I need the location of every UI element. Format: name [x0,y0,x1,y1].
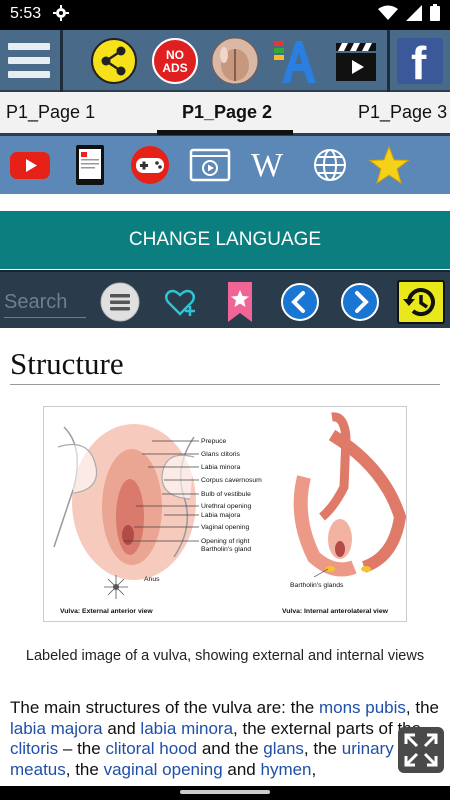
link-labia-minora[interactable]: labia minora [140,718,234,738]
toolbar-divider [60,30,63,92]
paragraph-text: , the [65,759,104,779]
paragraph-text: and [222,759,261,779]
globe-icon[interactable] [309,145,351,185]
top-toolbar: NO ADS f [0,30,450,92]
label-external-view-title: Vulva: External anterior view [60,608,153,615]
facebook-letter: f [411,37,427,89]
label-bartholins-gland: Bartholin's gland [201,546,251,553]
change-language-button[interactable]: CHANGE LANGUAGE [0,211,450,269]
facebook-icon[interactable]: f [397,37,443,89]
heading-divider [10,384,440,385]
signal-icon [406,4,422,26]
wikipedia-icon[interactable]: W [249,145,291,185]
section-heading: Structure [10,346,124,381]
label-labia-minora: Labia minora [201,464,241,471]
link-labia-majora[interactable]: labia majora [10,718,103,738]
no-ads-label-bottom: ADS [162,61,188,75]
next-arrow-icon[interactable] [340,282,380,322]
tab-p1-page-2[interactable]: P1_Page 2 [182,102,273,122]
icon-bar: W [0,136,450,194]
internal-view-drawing [293,412,407,578]
gamepad-icon[interactable] [129,145,171,185]
status-bar: 5:53 [0,0,450,30]
article-paragraph: The main structures of the vulva are: th… [10,698,442,780]
no-ads-button[interactable]: NO ADS [151,37,199,85]
label-urethral-opening: Urethral opening [201,503,251,510]
link-glans[interactable]: glans [263,739,304,758]
label-opening-of-right: Opening of right [201,538,249,545]
label-labia-majora: Labia majora [201,512,241,519]
video-player-icon[interactable] [189,145,231,185]
label-glans-clitoris: Glans clitoris [201,451,241,458]
gear-icon [53,5,69,26]
hamburger-menu-icon[interactable] [8,41,50,81]
label-bartholins-glands: Bartholin's glands [290,582,344,589]
paragraph-text: , the [303,739,342,758]
link-vaginal-opening[interactable]: vaginal opening [103,759,223,779]
link-clitoris[interactable]: clitoris [10,739,59,758]
add-favorite-heart-icon[interactable] [160,282,200,322]
search-toolbar [0,270,450,328]
search-input[interactable] [4,288,86,318]
status-time: 5:53 [10,5,42,22]
external-view-drawing [53,424,196,599]
wifi-icon [378,5,398,26]
battery-icon [430,4,440,26]
share-icon[interactable] [90,37,138,85]
history-icon[interactable] [397,280,445,324]
label-prepuce: Prepuce [201,438,227,445]
previous-arrow-icon[interactable] [280,282,320,322]
label-vaginal-opening: Vaginal opening [201,524,249,531]
paragraph-text: The main structures of the vulva are: th… [10,698,319,717]
active-tab-indicator [157,130,293,135]
toolbar-divider [387,30,390,92]
tab-p1-page-1[interactable]: P1_Page 1 [6,102,96,122]
article-content: Structure [0,328,450,786]
list-menu-icon[interactable] [100,282,140,322]
link-clitoral-hood[interactable]: clitoral hood [105,739,198,758]
paragraph-text: and [102,718,141,738]
link-hymen[interactable]: hymen [260,759,312,779]
label-anus: Anus [144,576,160,583]
link-urinary-meatus[interactable]: urinary meatus [10,739,394,779]
tab-p1-page-3[interactable]: P1_Page 3 [358,102,448,122]
link-mons-pubis[interactable]: mons pubis [318,698,406,717]
favorite-star-icon[interactable] [368,145,410,185]
image-caption: Labeled image of a vulva, showing extern… [25,648,425,664]
home-gesture-handle[interactable] [180,790,270,794]
paragraph-text: and the [197,739,264,758]
no-ads-label-top: NO [166,48,184,62]
paragraph-text: – the [58,739,106,758]
vulva-anatomy-image[interactable]: Prepuce Glans clitoris Labia minora Corp… [43,406,407,622]
paragraph-text: , the external parts of the [233,718,422,738]
bookmark-icon[interactable] [220,282,260,322]
paragraph-text: , [311,759,317,779]
label-internal-view-title: Vulva: Internal anterolateral view [282,608,389,615]
label-corpus-cavernosum: Corpus cavernosum [201,477,262,484]
label-bulb-of-vestibule: Bulb of vestibule [201,491,251,498]
youtube-icon[interactable] [9,145,51,185]
wikipedia-letter: W [251,147,284,184]
page-tabs: P1_Page 1 P1_Page 2 P1_Page 3 [0,92,450,136]
fullscreen-expand-icon[interactable] [398,727,444,773]
video-clapper-icon[interactable] [332,37,380,85]
other-app-avatar-icon[interactable] [210,37,259,85]
paragraph-text: , the [405,698,440,717]
system-navigation-bar [0,786,450,800]
font-size-icon[interactable] [272,37,320,85]
ebook-reader-icon[interactable] [69,145,111,185]
